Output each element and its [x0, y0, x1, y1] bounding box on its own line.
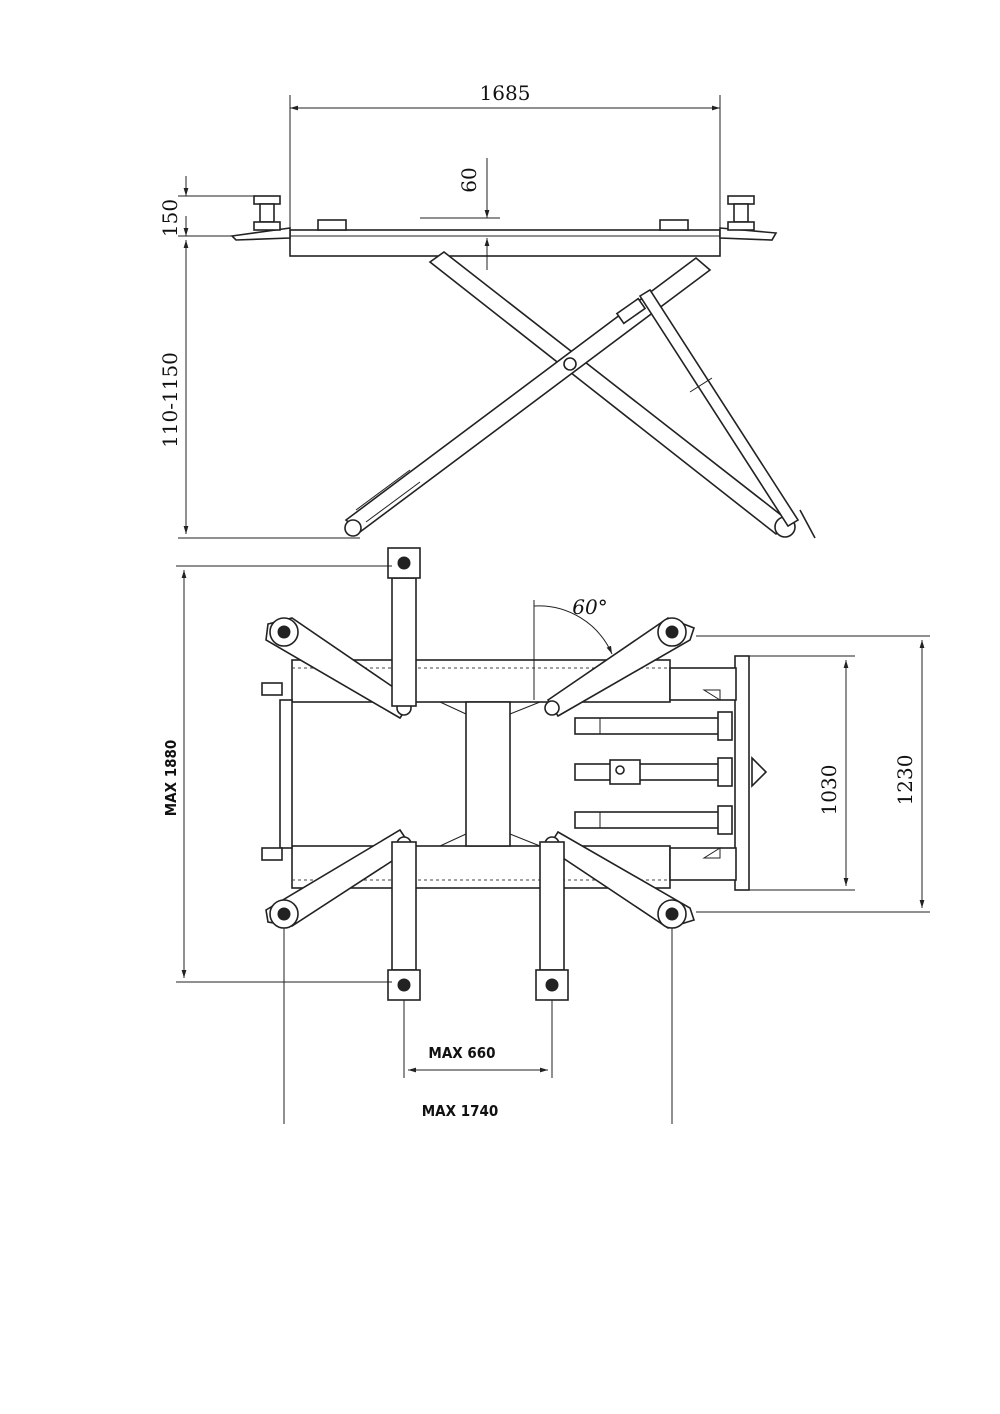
left-end-plate [279, 699, 293, 849]
hydraulic-cylinder [638, 288, 800, 528]
dim-overall-width: 1230 [893, 755, 917, 806]
rubber-pad-right [659, 219, 689, 231]
arm-vertical-top [387, 547, 421, 707]
adapter-left [253, 195, 281, 231]
arm-upper-right [544, 617, 696, 718]
center-beam [465, 701, 511, 847]
lock-handle-icon [751, 756, 768, 788]
foot-roller-left [344, 519, 362, 537]
dim-pad-thickness: 60 [457, 167, 481, 192]
platform-deck [289, 229, 721, 257]
arm-lower-right [544, 830, 696, 929]
arm-upper-left [265, 617, 414, 720]
dim-adapter-height: 150 [158, 199, 182, 237]
dim-height-range: 110-1150 [158, 352, 182, 448]
scissor-pivot [563, 357, 577, 371]
hydraulic-cylinders [574, 711, 733, 835]
arm-vertical-bottom-right [535, 841, 569, 1001]
top-view: 60° MAX 1880 1030 1230 MAX 660 MAX 1740 [162, 547, 930, 1124]
right-extension-plate [719, 227, 778, 241]
rubber-pad-left [317, 219, 347, 231]
side-view: 1685 60 150 110-1150 [158, 81, 816, 539]
dim-platform-length: 1685 [480, 81, 531, 105]
base-plate [734, 655, 750, 891]
dim-frame-width: 1030 [817, 765, 841, 816]
dim-max-inner-span: MAX 660 [428, 1044, 495, 1062]
dim-arm-angle: 60° [572, 595, 607, 619]
arm-vertical-bottom-left [387, 841, 421, 1001]
dim-max-outer-span: MAX 1740 [422, 1102, 499, 1120]
scissor-arm-a [428, 251, 792, 536]
adapter-right [727, 195, 755, 231]
dim-max-length: MAX 1880 [162, 740, 180, 817]
